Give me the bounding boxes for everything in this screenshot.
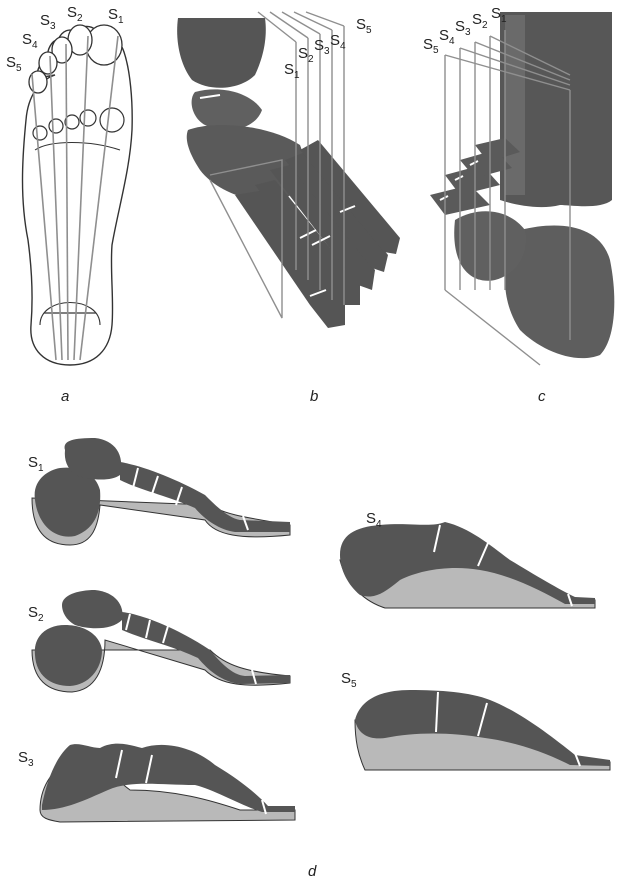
label-a-s1: S1 (108, 6, 124, 26)
label-b-s2: S2 (298, 45, 314, 65)
section-s2-talus (62, 590, 123, 628)
section-s1-rays (120, 462, 290, 532)
section-s5: S5 (341, 670, 610, 770)
label-d-s5: S5 (341, 670, 357, 690)
label-b-s1: S1 (284, 61, 300, 81)
section-s4: S4 (340, 510, 595, 608)
caption-b: b (310, 388, 318, 405)
caption-c: c (538, 388, 546, 405)
label-a-s4: S4 (22, 31, 38, 51)
caption-d: d (308, 863, 317, 880)
tibia-distal (177, 18, 266, 88)
panel-d-sections: S1 S2 S3 (18, 438, 610, 880)
panel-b-foot-skeleton: S5 S4 S3 S2 S1 b (177, 12, 400, 405)
label-c-s3: S3 (455, 18, 471, 38)
label-c-s2: S2 (472, 11, 488, 31)
label-c-s1: S1 (491, 5, 507, 25)
plane-b-6 (306, 12, 344, 26)
section-s2: S2 (28, 590, 290, 692)
label-c-s5: S5 (423, 36, 439, 56)
label-d-s2: S2 (28, 604, 44, 624)
talus (192, 89, 262, 130)
section-s1: S1 (28, 438, 290, 545)
heel-contour (40, 303, 100, 326)
label-a-s5: S5 (6, 54, 22, 74)
toe-4 (39, 52, 57, 74)
metatarsal-head-4 (49, 119, 63, 133)
midfoot-contour (35, 143, 120, 151)
label-c-s4: S4 (439, 27, 455, 47)
label-d-s1: S1 (28, 454, 44, 474)
panel-c-lateral-skeleton: S5 S4 S3 S2 S1 c (423, 5, 614, 405)
label-d-s3: S3 (18, 749, 34, 769)
label-a-s2: S2 (67, 4, 83, 24)
metatarsal-head-1 (100, 108, 124, 132)
panel-a-foot-outline: S1 S2 S3 S4 S5 a (6, 4, 132, 405)
metatarsal-head-2 (80, 110, 96, 126)
label-b-s3: S3 (314, 37, 330, 57)
label-b-s5: S5 (356, 16, 372, 36)
label-a-s3: S3 (40, 12, 56, 32)
caption-a: a (61, 388, 69, 405)
section-s3: S3 (18, 744, 295, 822)
metatarsal-head-5 (33, 126, 47, 140)
